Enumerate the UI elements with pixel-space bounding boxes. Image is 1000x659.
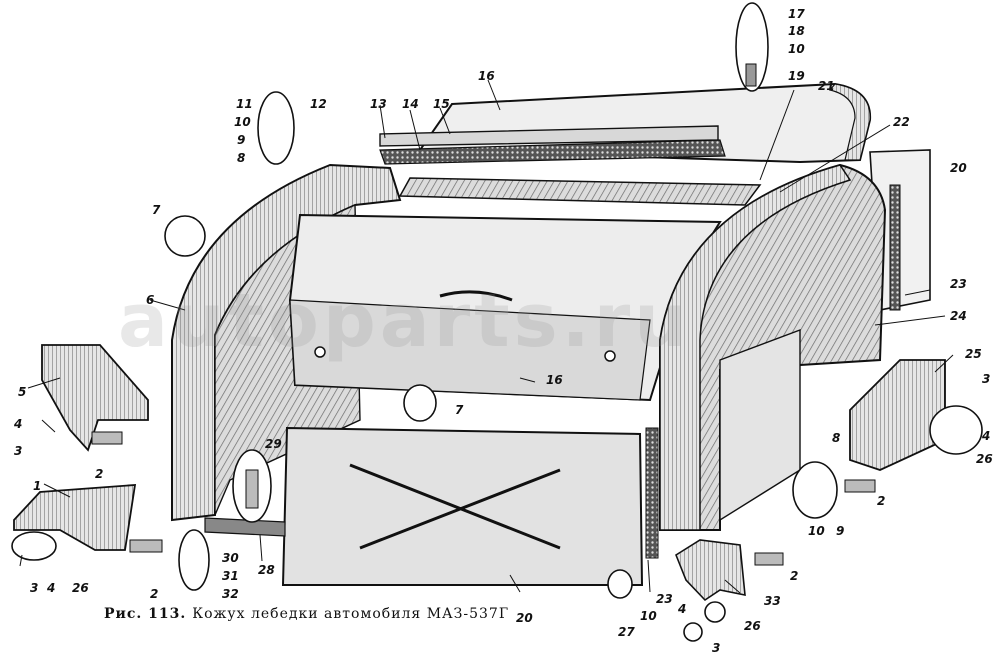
figure-caption: Рис. 113. Кожух лебедки автомобиля МАЗ-53…	[104, 606, 509, 622]
callout-3: 3	[712, 641, 720, 655]
callout-1: 1	[33, 479, 41, 493]
callout-2: 2	[150, 587, 158, 601]
callout-2: 2	[790, 569, 798, 583]
callout-26: 26	[72, 581, 89, 595]
washer-group-30-32	[178, 529, 210, 591]
callout-10: 10	[234, 115, 251, 129]
fastener-clip-7-lower	[403, 384, 437, 422]
washer-group-3-26-left	[11, 531, 57, 561]
callout-32: 32	[222, 587, 239, 601]
callout-2: 2	[877, 494, 885, 508]
leader-lines	[19, 79, 954, 594]
callout-23: 23	[950, 277, 967, 291]
caption-text: Кожух лебедки автомобиля МАЗ-537Г	[192, 606, 510, 622]
support-bracket-25	[849, 359, 946, 471]
callout-9: 9	[836, 524, 844, 538]
callout-26: 26	[744, 619, 761, 633]
callout-11: 11	[236, 97, 253, 111]
callout-16: 16	[546, 373, 563, 387]
rear-panel-right	[869, 149, 931, 311]
callout-28: 28	[258, 563, 275, 577]
callout-21: 21	[818, 79, 835, 93]
right-arch-frame	[659, 163, 887, 531]
callout-31: 31	[222, 569, 239, 583]
hinge-strip	[379, 125, 726, 165]
callout-23: 23	[656, 592, 673, 606]
callout-12: 12	[310, 97, 327, 111]
callout-30: 30	[222, 551, 239, 565]
front-cover-panel	[288, 213, 722, 402]
side-panel-bottom	[281, 426, 659, 586]
callout-3: 3	[982, 372, 990, 386]
callout-7: 7	[152, 203, 161, 217]
bolt-29	[232, 449, 272, 523]
upper-rail	[398, 177, 762, 206]
caption-number: Рис. 113.	[104, 606, 187, 622]
callout-10: 10	[788, 42, 805, 56]
callout-33: 33	[764, 594, 781, 608]
callout-18: 18	[788, 24, 805, 38]
bottom-rail	[204, 517, 286, 537]
callout-29: 29	[265, 437, 282, 451]
callout-2: 2	[95, 467, 103, 481]
callout-4: 4	[13, 417, 22, 431]
washer-stack-4-26-3	[683, 601, 726, 642]
callout-4: 4	[677, 602, 686, 616]
callout-25: 25	[965, 347, 982, 361]
callout-3: 3	[14, 444, 22, 458]
mounting-bracket-5	[41, 344, 149, 452]
callout-13: 13	[370, 97, 387, 111]
callout-5: 5	[18, 385, 26, 399]
callout-15: 15	[433, 97, 450, 111]
callout-9: 9	[237, 133, 245, 147]
bolt-27	[607, 569, 633, 599]
callout-17: 17	[788, 7, 805, 21]
callout-8: 8	[237, 151, 245, 165]
callout-20: 20	[516, 611, 533, 625]
bolts-2	[91, 431, 876, 566]
callout-6: 6	[146, 293, 154, 307]
mounting-bracket-33	[675, 539, 746, 602]
washer-group-3-26-right	[929, 405, 983, 455]
callout-26: 26	[976, 452, 993, 466]
callout-10: 10	[640, 609, 657, 623]
callout-8: 8	[832, 431, 840, 445]
callout-20: 20	[950, 161, 967, 175]
callout-14: 14	[402, 97, 419, 111]
callout-16: 16	[478, 69, 495, 83]
fastener-group-top	[257, 2, 769, 165]
washer-group-8-10	[792, 461, 838, 519]
fastener-clip-7-upper	[164, 215, 206, 257]
callout-27: 27	[618, 625, 635, 639]
callout-22: 22	[893, 115, 910, 129]
callout-19: 19	[788, 69, 805, 83]
callout-7: 7	[455, 403, 464, 417]
callout-4: 4	[981, 429, 990, 443]
mounting-bracket-1	[13, 484, 137, 551]
callout-10: 10	[808, 524, 825, 538]
callout-24: 24	[950, 309, 967, 323]
callout-3: 3	[30, 581, 38, 595]
callout-4: 4	[46, 581, 55, 595]
